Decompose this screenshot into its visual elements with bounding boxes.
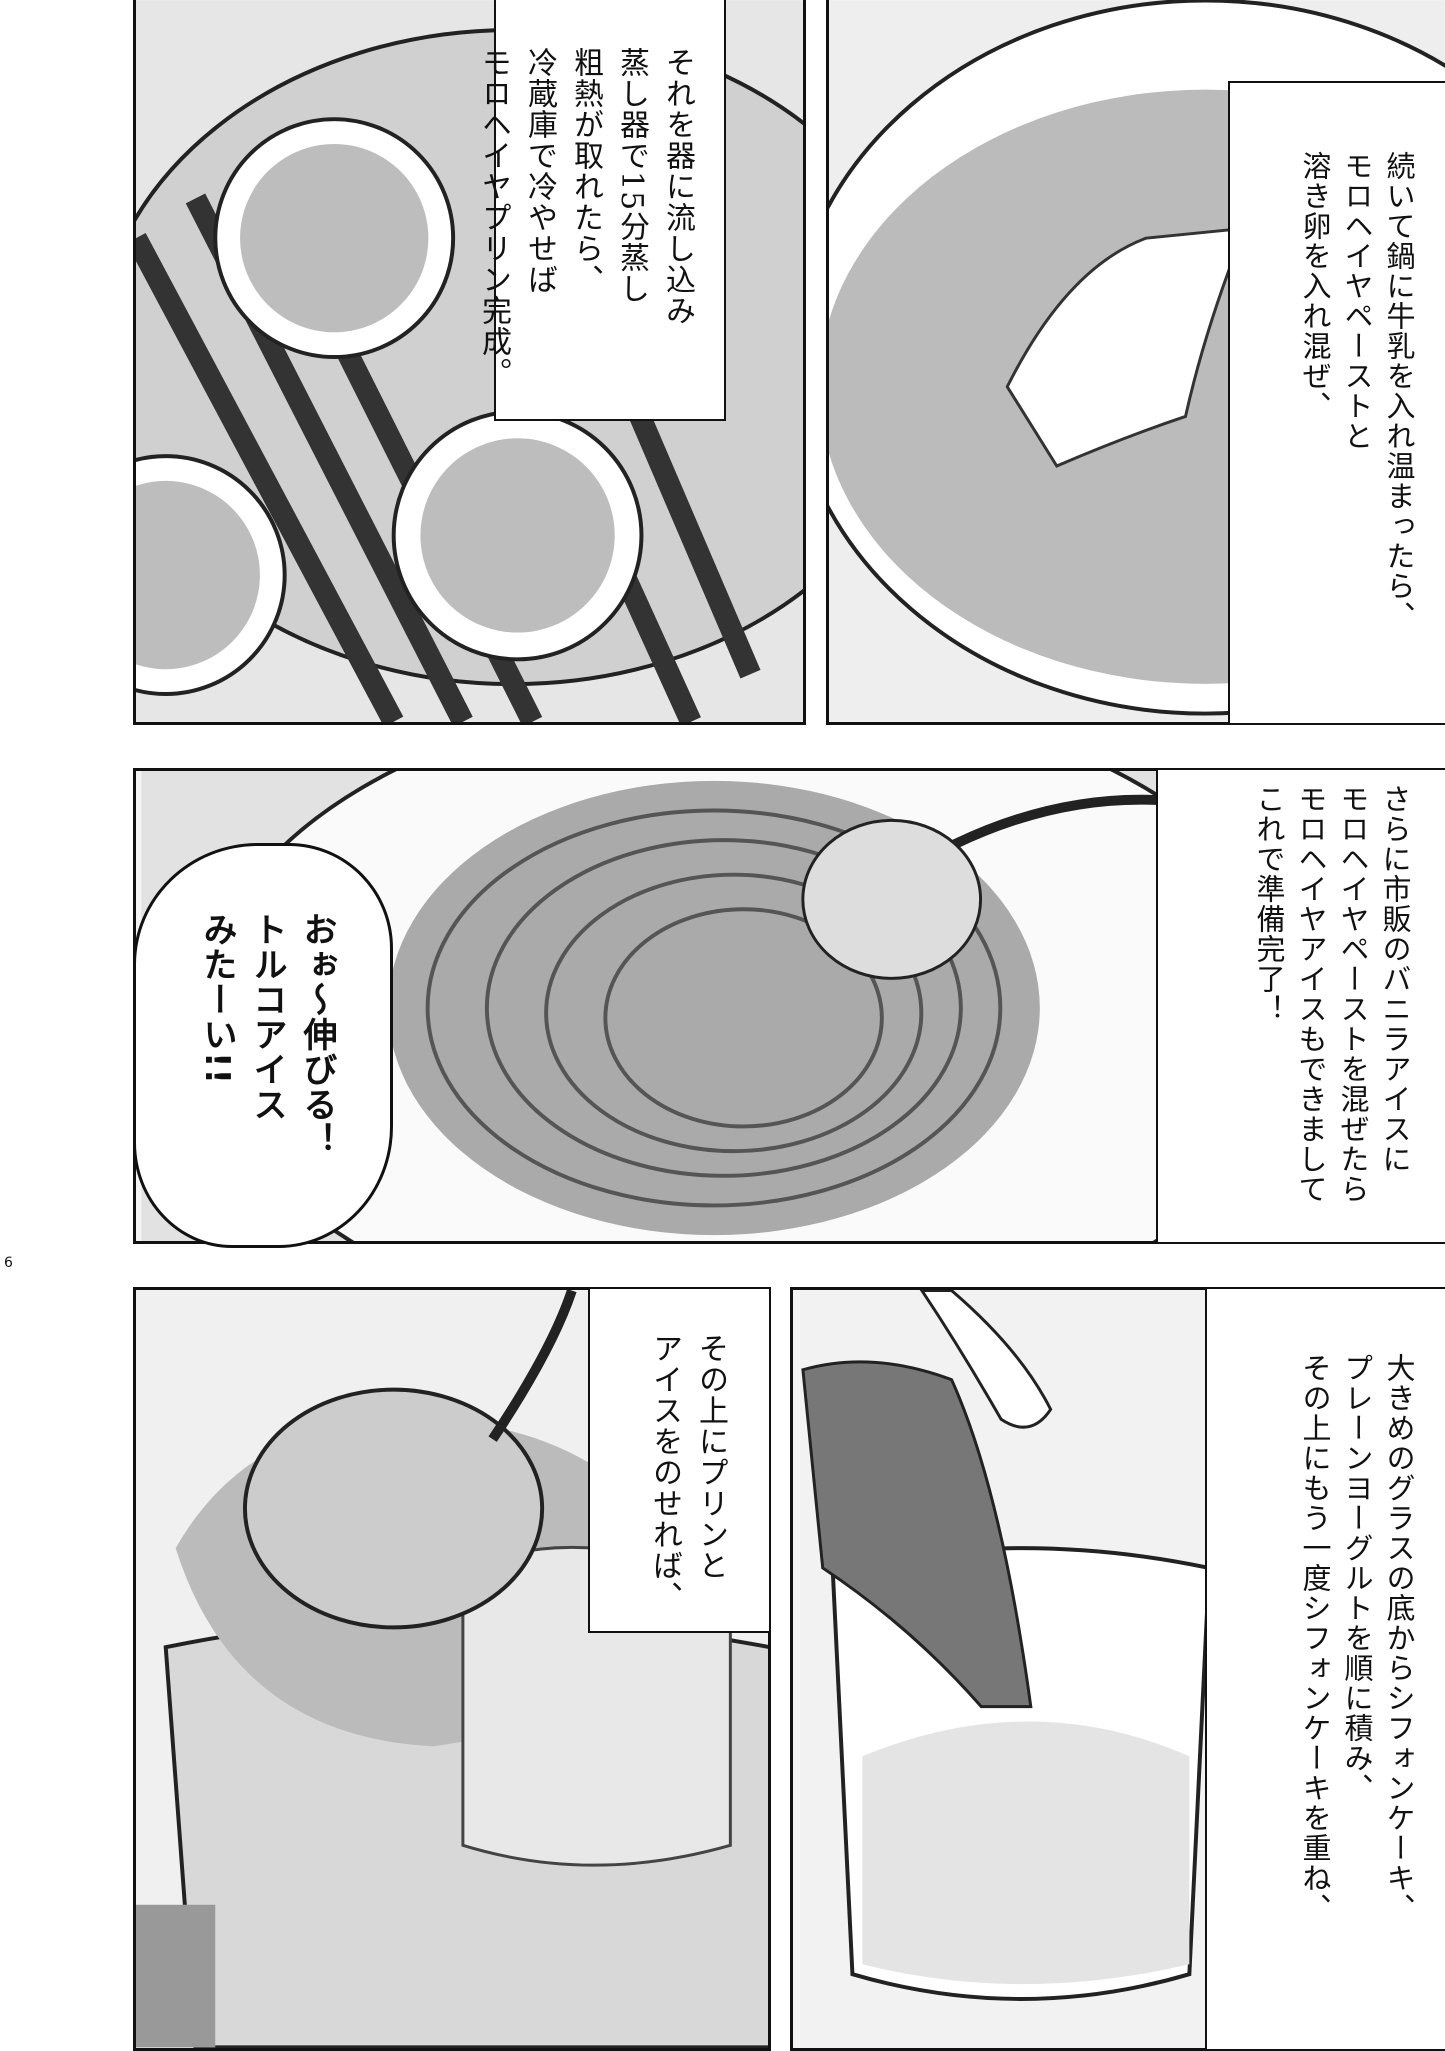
speech-bubble: おぉ〜伸びる！ トルコアイス みたーい!! [133,843,393,1248]
caption-ice-cream: さらに市販のバニラアイスに モロヘイヤペーストを混ぜたら モロヘイヤアイスもでき… [1156,768,1445,1244]
caption-steamer-text: それを器に流し込み 蒸し器で15分蒸し 粗熱が取れたら、 冷蔵庫で冷やせば モロ… [476,47,695,388]
speech-bubble-text: おぉ〜伸びる！ トルコアイス みたーい!! [197,912,337,1157]
caption-assembled-text: その上にプリンと アイスをのせれば、 [647,1333,728,1612]
caption-glass: 大きめのグラスの底からシフォンケーキ、 プレーンヨーグルトを順に積み、 その上に… [1205,1287,1445,2051]
caption-assembled: その上にプリンと アイスをのせれば、 [588,1287,771,1633]
assembled-dessert-illustration [136,1290,768,2048]
caption-pot: 続いて鍋に牛乳を入れ温まったら、 モロヘイヤペーストと 溶き卵を入れ混ぜ、 [1228,81,1445,725]
caption-ice-cream-text: さらに市販のバニラアイスに モロヘイヤペーストを混ぜたら モロヘイヤアイスもでき… [1252,784,1412,1204]
caption-pot-text: 続いて鍋に牛乳を入れ温まったら、 モロヘイヤペーストと 溶き卵を入れ混ぜ、 [1298,151,1416,631]
caption-steamer: それを器に流し込み 蒸し器で15分蒸し 粗熱が取れたら、 冷蔵庫で冷やせば モロ… [476,0,726,421]
page-number: 6 [4,1255,13,1271]
caption-glass-text: 大きめのグラスの底からシフォンケーキ、 プレーンヨーグルトを順に積み、 その上に… [1298,1353,1416,1923]
panel-assembled [133,1287,771,2051]
steamer-illustration [136,0,803,722]
